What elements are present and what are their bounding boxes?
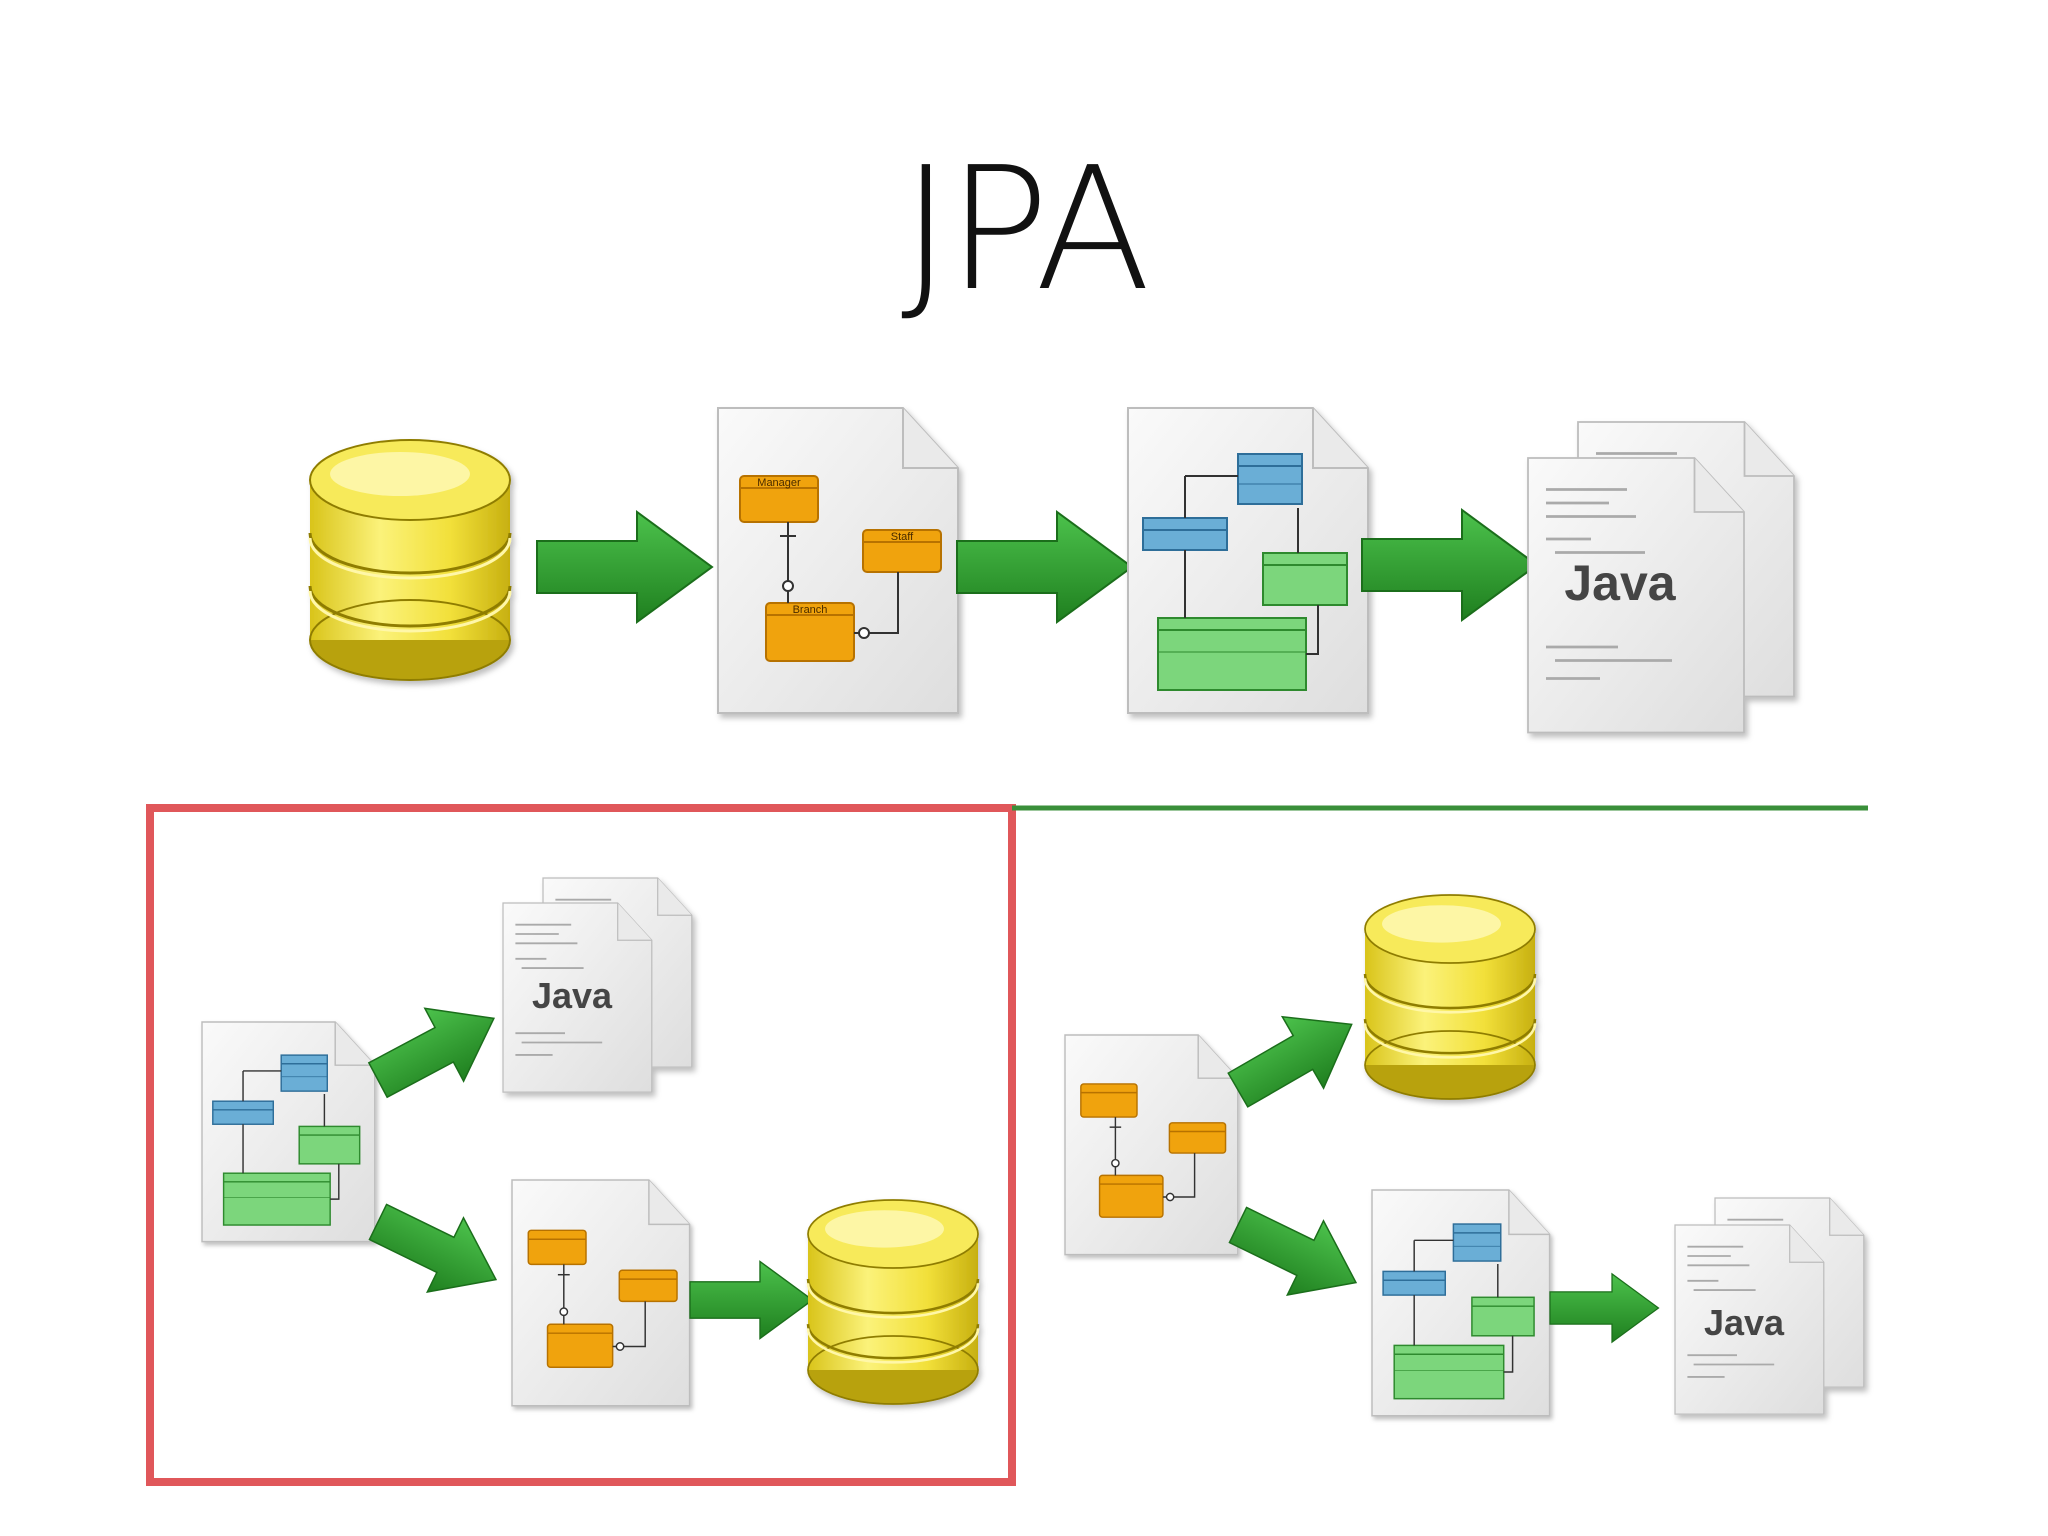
top-flow: Manager Staff Branch Java: [308, 407, 1795, 734]
java-code-documents-icon: Java: [502, 877, 693, 1093]
er-diagram-document-icon: [1064, 1034, 1239, 1256]
er-entity-branch-label: Branch: [793, 604, 828, 616]
right-arrow-icon: [359, 1184, 515, 1318]
class-diagram-document-icon: [201, 1021, 376, 1243]
right-arrow-icon: [536, 511, 713, 623]
database-first-flow: Java: [1064, 893, 1865, 1417]
er-entity-manager-label: Manager: [757, 477, 801, 489]
right-arrow-icon: [689, 1260, 814, 1340]
slide-title: JPA: [900, 131, 1151, 329]
java-label: Java: [1564, 555, 1676, 611]
er-entity-staff-label: Staff: [891, 531, 914, 543]
right-arrow-icon: [357, 981, 515, 1118]
class-diagram-document-icon: [1371, 1189, 1551, 1417]
right-arrow-icon: [1549, 1273, 1660, 1343]
right-arrow-icon: [1216, 987, 1374, 1127]
right-arrow-icon: [956, 511, 1133, 623]
java-label: Java: [532, 975, 613, 1016]
code-first-flow: Java: [201, 877, 980, 1407]
database-icon: [1363, 893, 1537, 1101]
er-diagram-document-icon: [511, 1179, 691, 1407]
highlight-box: [146, 804, 1016, 1486]
right-arrow-icon: [1219, 1187, 1375, 1321]
er-diagram-document-icon: Manager Staff Branch: [717, 407, 959, 714]
right-arrow-icon: [1361, 509, 1538, 621]
java-code-documents-icon: Java: [1674, 1197, 1865, 1415]
database-icon: [308, 438, 512, 682]
class-diagram-document-icon: [1127, 407, 1369, 714]
java-label: Java: [1704, 1302, 1785, 1343]
java-code-documents-icon: Java: [1527, 421, 1795, 734]
database-icon: [806, 1198, 980, 1406]
